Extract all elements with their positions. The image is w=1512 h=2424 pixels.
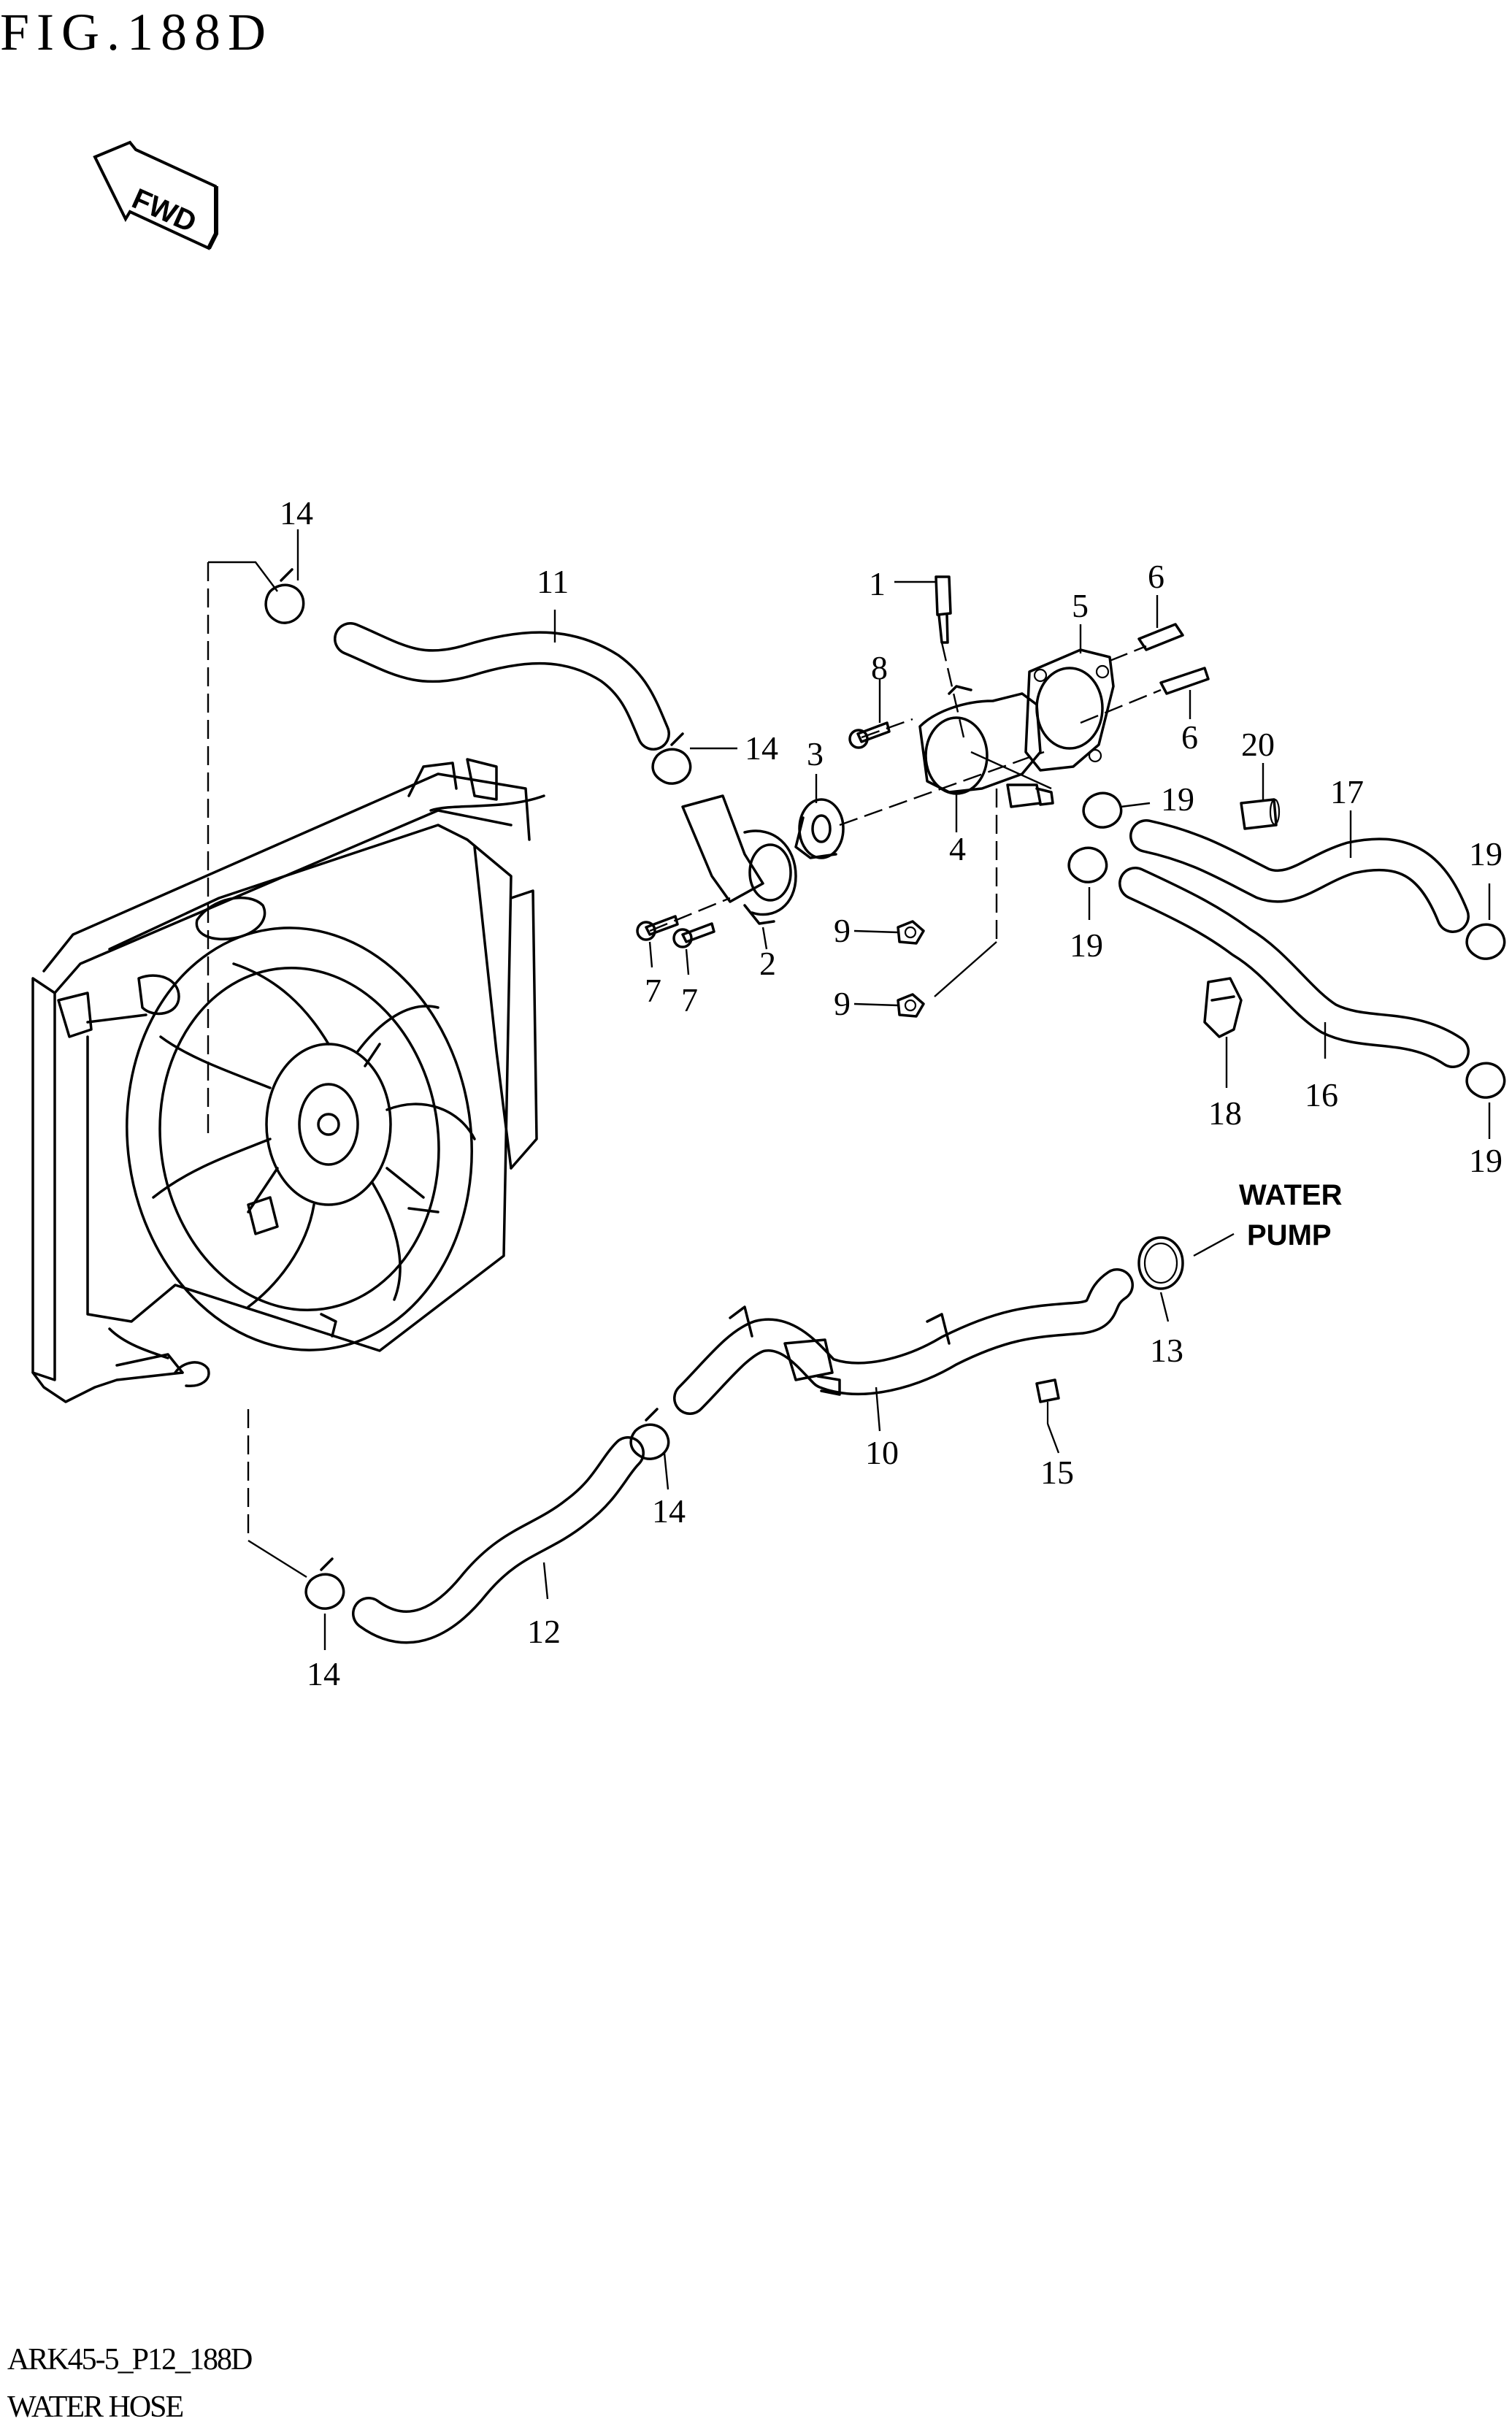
callout-9a: 9: [834, 912, 851, 949]
water-pump-label-line2: PUMP: [1247, 1219, 1332, 1251]
hose-12: [352, 1436, 645, 1644]
thermostat-housing-group: [636, 575, 1281, 1018]
hose-17: [1129, 819, 1470, 933]
water-pump-label-line1: WATER: [1239, 1179, 1343, 1211]
callout-6b: 6: [1181, 718, 1198, 756]
callout-1: 1: [869, 565, 886, 602]
figure-title: FIG.188D: [0, 3, 273, 61]
o-ring-13: [1137, 1236, 1184, 1290]
callout-19c: 19: [1469, 835, 1503, 872]
callout-14c: 14: [652, 1492, 686, 1530]
clamp-14c: [629, 1408, 670, 1460]
callout-20: 20: [1241, 726, 1275, 763]
bolt-15: [1035, 1378, 1060, 1424]
assembly-axis-2: [861, 718, 913, 739]
callout-19b: 19: [1070, 927, 1103, 964]
drawing-code: ARK45-5_P12_188D: [7, 2343, 252, 2377]
callout-5: 5: [1072, 587, 1089, 624]
clamp-19d: [1465, 1062, 1506, 1099]
clamp-19a: [1082, 791, 1123, 829]
clamp-14a: [264, 568, 305, 624]
callout-7a: 7: [645, 972, 661, 1009]
clamp-14d: [304, 1557, 345, 1610]
callout-14d: 14: [307, 1655, 340, 1692]
assembly-axis-3: [839, 751, 1045, 826]
callout-19a: 19: [1161, 780, 1194, 818]
callout-14b: 14: [745, 729, 778, 767]
clamp-14b: [651, 732, 692, 785]
callout-3: 3: [807, 735, 824, 772]
callout-12: 12: [527, 1613, 561, 1650]
callout-13: 13: [1150, 1332, 1183, 1369]
callout-17: 17: [1330, 773, 1364, 810]
hose-11: [334, 622, 670, 751]
callout-11: 11: [537, 563, 569, 600]
hose-16: [1118, 867, 1470, 1068]
drawing-caption: WATER HOSE: [7, 2390, 183, 2424]
callout-14a: 14: [280, 494, 313, 532]
radiator-fan-assembly: [31, 758, 545, 1403]
callout-19d: 19: [1469, 1142, 1503, 1179]
assembly-axis-1: [940, 642, 965, 738]
clamp-19b: [1067, 846, 1108, 883]
assembly-axis-5: [1109, 645, 1147, 662]
assembly-axis-4: [1080, 689, 1162, 724]
callout-16: 16: [1305, 1076, 1338, 1113]
callout-8: 8: [871, 649, 888, 686]
leader-lines: [208, 529, 1491, 1650]
fwd-arrow-icon: FWD: [93, 140, 218, 250]
assembly-axis-6: [649, 897, 731, 932]
callout-4: 4: [949, 830, 966, 867]
callout-10: 10: [865, 1434, 899, 1471]
callout-7b: 7: [681, 981, 698, 1019]
clamp-19c: [1465, 923, 1506, 960]
callout-15: 15: [1040, 1454, 1074, 1491]
callout-9b: 9: [834, 985, 851, 1022]
clip-18: [1203, 977, 1243, 1038]
callout-2: 2: [759, 945, 776, 982]
callout-6a: 6: [1148, 558, 1164, 595]
pipe-10: [673, 1268, 1134, 1415]
callout-18: 18: [1208, 1094, 1242, 1132]
